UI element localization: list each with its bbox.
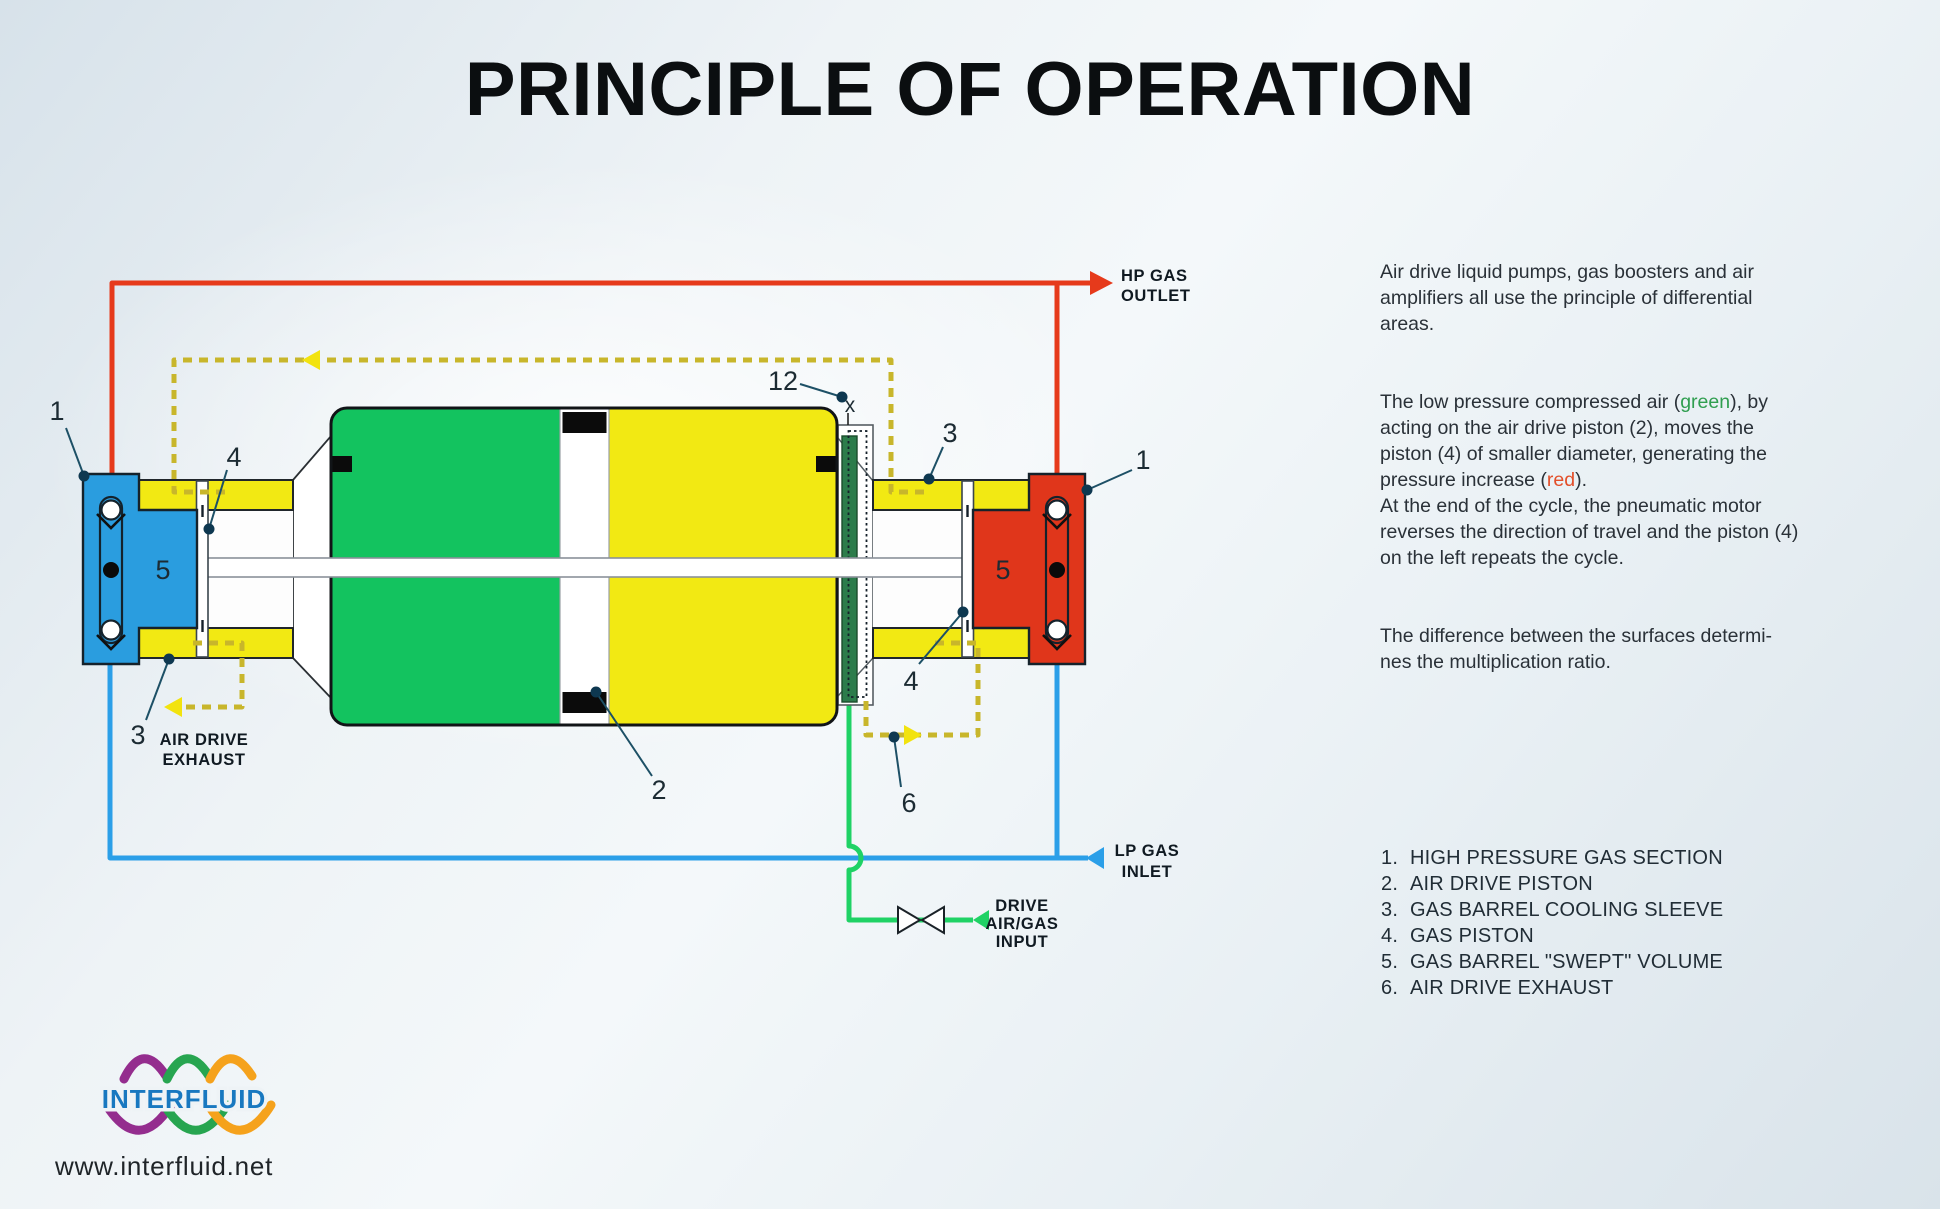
check-valve-slot-left: [98, 495, 124, 645]
dashed-bottom-right-path: [863, 640, 981, 738]
callout-5-right: 5: [995, 555, 1010, 585]
drive-valve-icon: [897, 905, 945, 935]
drive-input-label-2: AIR/GAS: [986, 915, 1059, 933]
dashed-top-arrow-icon: [302, 350, 320, 370]
hp-section-left: [81, 472, 199, 666]
hp-gas-outlet-label-2: OUTLET: [1121, 287, 1191, 305]
drive-air-pipe: [846, 700, 973, 923]
check-seat-right: [1049, 562, 1065, 578]
piston-seal-top: [562, 412, 607, 433]
description-paragraph-2: The low pressure compressed air (green),…: [1380, 391, 1799, 569]
dashed-bottom-left-arrow-icon: [164, 697, 182, 717]
callout-1-left: 1: [49, 396, 64, 426]
description: Air drive liquid pumps, gas boosters and…: [1380, 233, 1900, 727]
exhaust-dashed-paths: [164, 350, 981, 745]
legend-list: 1. HIGH PRESSURE GAS SECTION 2. AIR DRIV…: [1381, 845, 1723, 1001]
hp-gas-arrow-icon: [1090, 271, 1113, 295]
port-right: [816, 456, 836, 472]
description-paragraph-1: Air drive liquid pumps, gas boosters and…: [1380, 261, 1754, 335]
port-left: [332, 456, 352, 472]
hp-block-blue: [81, 472, 199, 666]
check-valve-slot-right: [1044, 495, 1070, 645]
logo-website: www.interfluid.net: [54, 1151, 273, 1181]
chevron-top-left-icon: [96, 513, 126, 530]
air-drive-exhaust-label-2: EXHAUST: [162, 751, 245, 769]
legend-item: 6. AIR DRIVE EXHAUST: [1381, 977, 1614, 999]
chevron-bottom-left-icon: [96, 634, 126, 651]
logo-drops-icon: [102, 1054, 276, 1135]
drive-input-label-1: DRIVE: [995, 897, 1048, 915]
hp-gas-pipe: [109, 280, 1090, 480]
red-word: red: [1546, 469, 1576, 491]
callout-4-left: 4: [226, 442, 241, 472]
callouts: 1 4 5 3 2 6 12 x 3 4 5 1: [49, 366, 1150, 818]
description-paragraph-3: The difference between the surfaces dete…: [1380, 625, 1773, 673]
pipes: [107, 271, 1113, 935]
drive-air-arrow-icon: [973, 910, 989, 930]
check-ball-bottom-left: [100, 619, 122, 641]
dashed-bottom-left-path: [179, 640, 245, 710]
check-ball-top-right: [1046, 499, 1068, 521]
callout-x: x: [845, 394, 856, 417]
interfluid-logo: INTERFLUID www.interfluid.net: [54, 1054, 276, 1181]
callout-12: 12: [768, 366, 798, 396]
legend-item: 3. GAS BARREL COOLING SLEEVE: [1381, 899, 1724, 921]
check-seat-left: [103, 562, 119, 578]
check-ball-bottom-right: [1046, 619, 1068, 641]
page-title: PRINCIPLE OF OPERATION: [464, 47, 1476, 132]
lp-gas-inlet-label-2: INLET: [1122, 863, 1173, 881]
sleeve-top-left: [138, 479, 294, 511]
lp-gas-arrow-icon: [1086, 847, 1104, 869]
sleeve-top-right: [872, 479, 1030, 511]
legend-item: 2. AIR DRIVE PISTON: [1381, 873, 1593, 895]
lp-gas-pipe: [107, 660, 1088, 861]
gas-barrel-cooling-sleeves: [138, 479, 1030, 659]
gas-piston-ticks: [201, 505, 969, 632]
callout-4-right: 4: [903, 666, 918, 696]
air-drive-exhaust-label-1: AIR DRIVE: [160, 731, 249, 749]
piston-rod: [202, 557, 968, 578]
lp-gas-inlet-label-1: LP GAS: [1115, 842, 1180, 860]
drive-input-label-3: INPUT: [996, 933, 1049, 951]
callout-1-right: 1: [1135, 445, 1150, 475]
callout-2: 2: [651, 775, 666, 805]
hp-section-right: [971, 472, 1087, 666]
legend-item: 5. GAS BARREL "SWEPT" VOLUME: [1381, 951, 1723, 973]
check-ball-top-left: [100, 499, 122, 521]
hp-gas-outlet-label-1: HP GAS: [1121, 267, 1188, 285]
dashed-bottom-right-arrow-icon: [904, 725, 922, 745]
hp-block-red: [971, 472, 1087, 666]
green-word: green: [1680, 391, 1731, 413]
callout-3-left: 3: [130, 720, 145, 750]
pump-body: [81, 406, 1087, 727]
logo-brand: INTERFLUID: [102, 1084, 267, 1114]
callout-3-right: 3: [942, 418, 957, 448]
pipe-labels: HP GAS OUTLET LP GAS INLET AIR DRIVE EXH…: [160, 267, 1191, 951]
legend-item: 1. HIGH PRESSURE GAS SECTION: [1381, 847, 1723, 869]
callout-6: 6: [901, 788, 916, 818]
legend-item: 4. GAS PISTON: [1381, 925, 1534, 947]
callout-5-left: 5: [155, 555, 170, 585]
chevron-top-right-icon: [1042, 513, 1072, 530]
chevron-bottom-right-icon: [1042, 634, 1072, 651]
